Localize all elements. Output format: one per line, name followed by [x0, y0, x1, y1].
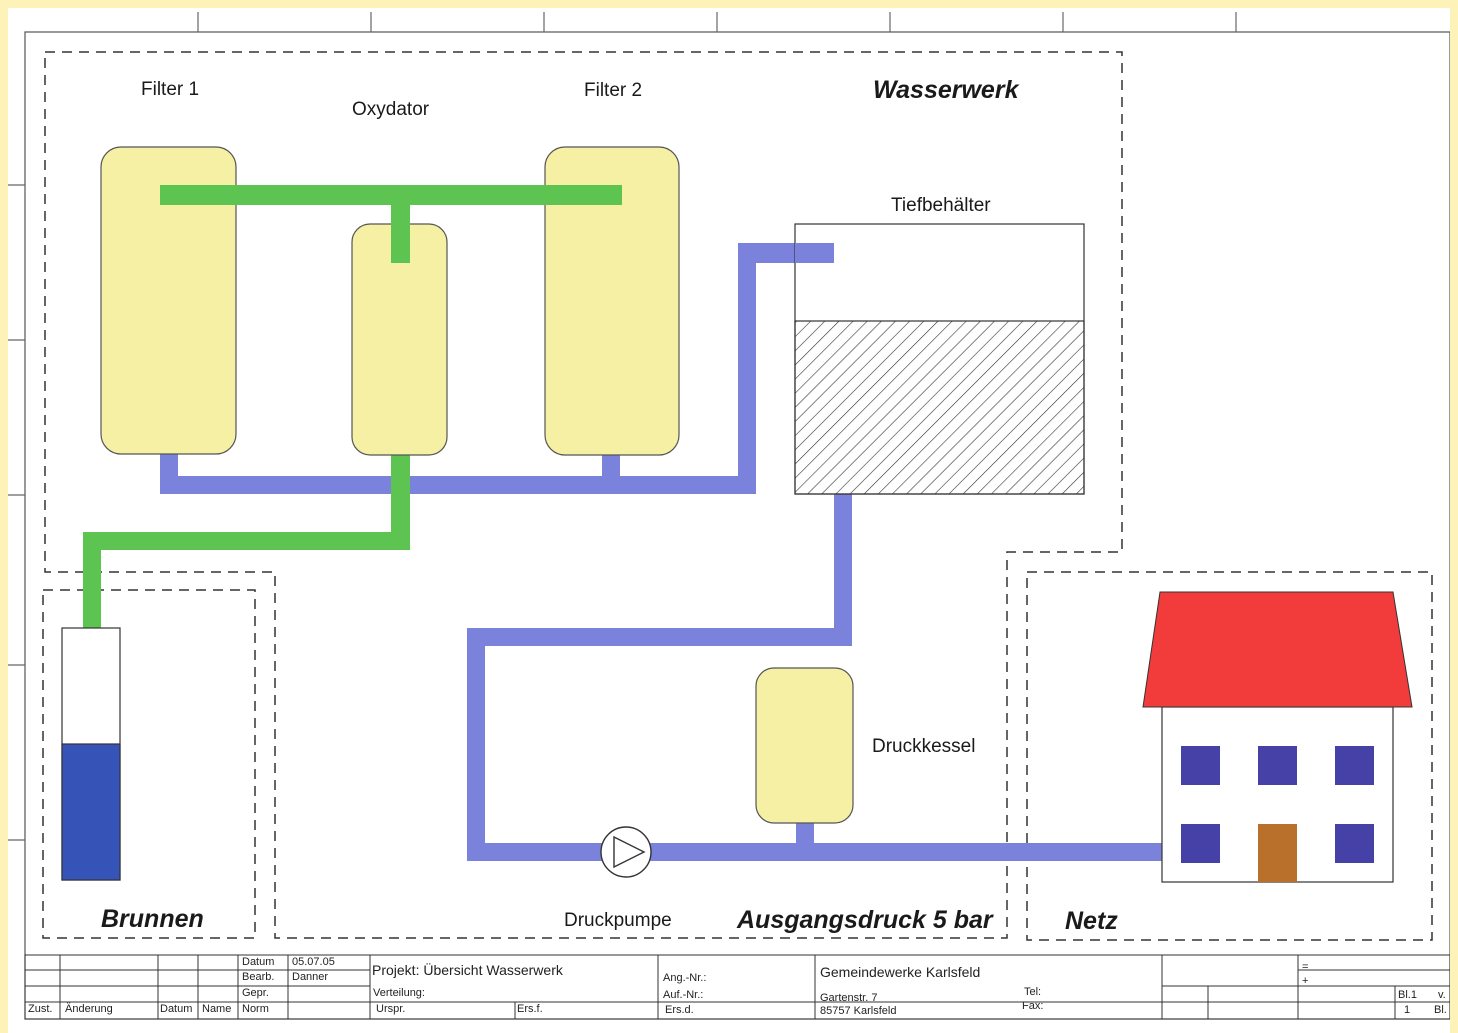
tb-projekt: Projekt: Übersicht Wasserwerk	[372, 962, 563, 978]
tb-datum-label: Datum	[242, 956, 275, 968]
tb-plus: +	[1302, 975, 1309, 987]
tb-eq: =	[1302, 961, 1309, 973]
tb-urspr: Urspr.	[376, 1003, 406, 1015]
filter1-label: Filter 1	[141, 79, 200, 100]
tb-bl1: Bl.1	[1398, 989, 1417, 1001]
tb-ersf: Ers.f.	[517, 1003, 543, 1015]
tb-norm-label: Norm	[242, 1003, 269, 1015]
tb-fax: Fax:	[1022, 1000, 1044, 1012]
wasserwerk-boundary	[44, 51, 1123, 939]
druckpumpe-symbol	[600, 826, 652, 878]
tb-ang-nr: Ang.-Nr.:	[663, 972, 707, 984]
house-icon	[1142, 591, 1413, 883]
well-tube	[61, 627, 121, 881]
druckpumpe-label: Druckpumpe	[564, 910, 672, 931]
druckkessel-label: Druckkessel	[872, 736, 976, 757]
ausgangsdruck-label: Ausgangsdruck 5 bar	[737, 906, 993, 934]
tb-bearb-value: Danner	[292, 971, 329, 983]
tb-bl: Bl.	[1434, 1004, 1447, 1016]
tb-bearb-label: Bearb.	[242, 971, 275, 983]
tiefbehaelter	[794, 223, 1085, 495]
oxydator-label: Oxydator	[352, 99, 430, 120]
tb-zust: Zust.	[28, 1003, 53, 1015]
water-system-diagram	[8, 12, 1450, 1020]
brunnen-boundary	[42, 589, 256, 939]
tiefbehaelter-inlet	[795, 243, 834, 263]
tb-street: Gartenstr. 7	[820, 992, 878, 1004]
title-block	[24, 954, 1450, 1020]
tb-verteilung: Verteilung:	[373, 987, 425, 999]
filter2-label: Filter 2	[584, 80, 643, 101]
wasserwerk-label: Wasserwerk	[873, 76, 1019, 104]
tb-city: 85757 Karlsfeld	[820, 1005, 897, 1017]
tb-one: 1	[1404, 1004, 1411, 1016]
tb-gepr-label: Gepr.	[242, 987, 269, 999]
tb-datum-value: 05.07.05	[292, 956, 335, 968]
frame-ticks	[8, 12, 1237, 841]
drawing-sheet: Filter 1 Oxydator Filter 2 Wasserwerk Ti…	[8, 8, 1450, 1033]
brunnen-label: Brunnen	[101, 905, 204, 933]
tb-company: Gemeindewerke Karlsfeld	[820, 964, 981, 980]
filter1-tank	[100, 146, 237, 455]
netz-label: Netz	[1065, 907, 1118, 935]
tb-aenderung: Änderung	[65, 1003, 113, 1015]
tb-ers-d: Ers.d.	[665, 1004, 694, 1016]
tiefbehaelter-label: Tiefbehälter	[891, 195, 991, 216]
tb-auf-nr: Auf.-Nr.:	[663, 989, 704, 1001]
tb-v: v.	[1438, 989, 1446, 1001]
netz-boundary	[1026, 571, 1433, 941]
green-pipe-drop	[391, 185, 410, 263]
tb-name-col: Name	[202, 1003, 232, 1015]
filter2-tank	[544, 146, 680, 456]
tb-datum-col: Datum	[160, 1003, 193, 1015]
tb-tel: Tel:	[1024, 986, 1042, 998]
druckkessel-tank	[755, 667, 854, 824]
